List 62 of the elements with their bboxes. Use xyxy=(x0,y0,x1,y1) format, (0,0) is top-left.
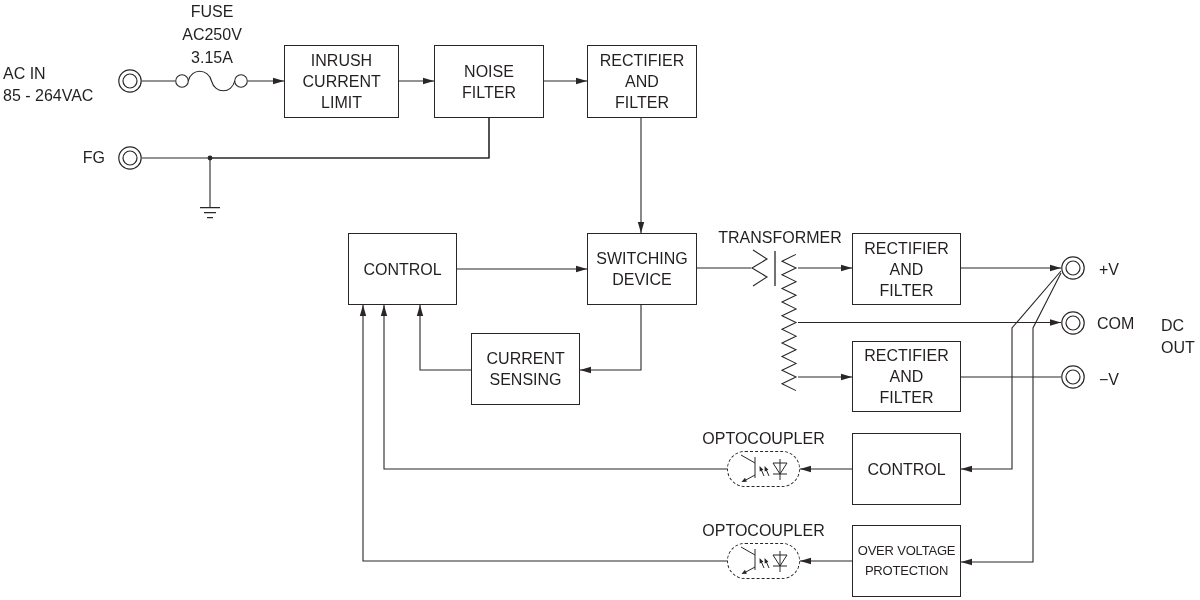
output-label: DC OUT xyxy=(1161,316,1195,358)
component-label: OPTOCOUPLER xyxy=(702,429,825,449)
function-block xyxy=(348,233,457,305)
component-label: 3.15A xyxy=(191,48,233,68)
fuse-symbol xyxy=(175,70,248,92)
block-label: CURRENT SENSING xyxy=(486,349,565,390)
block-label: CONTROL xyxy=(867,459,946,480)
block-label: NOISE FILTER xyxy=(462,61,516,103)
terminal-label: +V xyxy=(1099,260,1119,280)
block-label: RECTIFIER AND FILTER xyxy=(864,346,949,408)
connector-line xyxy=(960,376,1062,378)
function-block xyxy=(587,233,697,305)
arrow xyxy=(579,304,642,374)
arrow xyxy=(247,77,285,85)
arrow xyxy=(543,77,588,85)
component-label: AC250V xyxy=(182,25,242,45)
arrow xyxy=(799,557,853,565)
arrow xyxy=(799,465,853,473)
component-label: TRANSFORMER xyxy=(718,228,842,248)
function-block xyxy=(852,341,961,412)
function-block xyxy=(852,433,961,505)
terminal-label: −V xyxy=(1099,370,1119,390)
connector-line xyxy=(209,117,490,208)
block-label: CONTROL xyxy=(363,259,442,280)
block-label: RECTIFIER AND FILTER xyxy=(864,238,949,301)
function-block xyxy=(434,45,544,118)
arrow xyxy=(960,272,1062,566)
component-label: OPTOCOUPLER xyxy=(702,521,825,541)
arrow xyxy=(416,304,472,371)
ground-symbol xyxy=(200,207,220,219)
block-label: OVER VOLTAGE PROTECTION xyxy=(856,542,957,580)
component-label: FUSE xyxy=(190,2,234,22)
function-block xyxy=(587,45,697,118)
arrow xyxy=(359,304,728,562)
block-label: INRUSH CURRENT LIMIT xyxy=(302,51,381,113)
arrow xyxy=(960,270,1062,473)
terminal-icon xyxy=(118,146,142,170)
function-block xyxy=(852,233,961,305)
transformer-symbol xyxy=(751,249,798,392)
arrow xyxy=(637,117,645,234)
arrow xyxy=(797,319,1062,326)
arrow xyxy=(398,77,435,85)
terminal-label: AC IN xyxy=(3,64,46,84)
arrow xyxy=(456,265,588,273)
arrow xyxy=(960,264,1062,272)
terminal-icon xyxy=(1061,310,1085,335)
terminal-icon xyxy=(118,69,142,93)
terminal-label: FG xyxy=(82,148,105,168)
function-block xyxy=(852,525,961,597)
function-block xyxy=(471,333,580,405)
function-block xyxy=(284,45,399,118)
terminal-label: 85 - 264VAC xyxy=(3,86,94,106)
terminal-icon xyxy=(1061,256,1085,280)
arrow xyxy=(380,304,728,470)
arrow xyxy=(797,264,853,272)
arrow xyxy=(797,373,853,381)
connector-line xyxy=(141,80,176,82)
block-label: RECTIFIER AND FILTER xyxy=(599,51,685,113)
terminal-icon xyxy=(1061,365,1085,389)
terminal-label: COM xyxy=(1097,314,1135,334)
connector-line xyxy=(696,267,752,269)
block-label: SWITCHING DEVICE xyxy=(596,249,688,290)
